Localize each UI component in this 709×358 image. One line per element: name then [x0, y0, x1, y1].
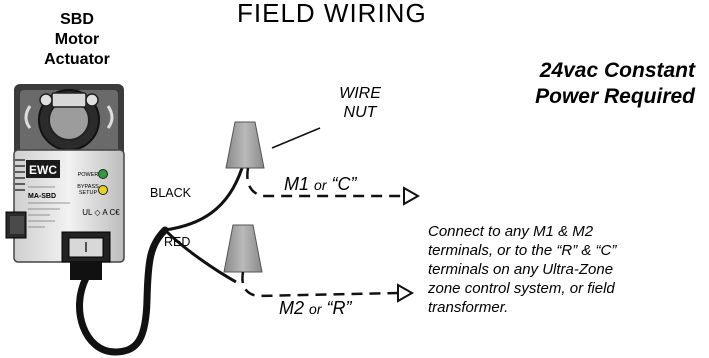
model-label: MA-SBD	[28, 193, 56, 200]
arrow-m2	[397, 283, 415, 303]
wire-nut-label-line-1: WIRE	[339, 85, 381, 102]
certification-marks: UL ◇ A C€	[82, 208, 120, 217]
power-led-label: POWER	[78, 172, 99, 178]
brand-logo	[26, 160, 60, 178]
actuator-ribs	[15, 159, 25, 191]
actuator-label-line-2: Motor	[54, 31, 100, 48]
description-line-5: transformer.	[428, 299, 509, 316]
wire-nut-1	[225, 121, 265, 169]
power-requirement-line-2: Power Required	[535, 85, 695, 108]
bypass-led	[98, 185, 108, 195]
power-led	[98, 169, 108, 179]
red-wire	[163, 228, 237, 284]
bypass-led-label-1: BYPASS	[77, 184, 99, 190]
terminal-m2-or: or	[309, 301, 322, 317]
wire-nut-label-line-2: NUT	[343, 104, 377, 121]
cable-strain-relief	[70, 262, 102, 280]
description-line-2: terminals, or to the “R” & “C”	[428, 242, 617, 259]
brand-logo-text: EWC	[29, 163, 57, 177]
black-wire-label: BLACK	[150, 186, 191, 200]
description-line-3: terminals on any Ultra-Zone	[428, 261, 614, 278]
description-line-1: Connect to any M1 & M2	[428, 223, 594, 240]
power-requirement: 24vac Constant Power Required	[440, 58, 695, 110]
actuator-label: SBD Motor Actuator	[22, 10, 132, 70]
black-wire	[164, 167, 244, 232]
wire-nut-2	[223, 224, 263, 273]
red-wire-label: RED	[164, 235, 191, 249]
diagram-title: FIELD WIRING	[237, 0, 427, 28]
actuator-clamp	[14, 84, 124, 159]
arrow-m1	[403, 186, 421, 206]
terminal-m1-label: M1 or “C”	[284, 174, 357, 195]
power-requirement-line-1: 24vac Constant	[539, 59, 695, 82]
terminal-m2-alt: “R”	[326, 298, 352, 318]
wire-nut-label: WIRE NUT	[320, 84, 400, 122]
field-wire-m2	[241, 271, 399, 298]
actuator-cable	[76, 226, 169, 356]
bypass-led-label-2: SETUP	[79, 190, 98, 196]
actuator-fineprint	[28, 186, 70, 228]
field-wire-m1	[246, 167, 404, 198]
actuator-device: EWC MA-SBD POWER BYPASS SETUP UL ◇ A C€	[5, 84, 125, 280]
actuator-label-line-3: Actuator	[44, 51, 110, 68]
terminal-m2: M2	[279, 298, 305, 318]
description-line-4: zone control system, or field	[428, 280, 615, 297]
terminal-m1-or: or	[314, 177, 327, 193]
terminal-m1: M1	[284, 174, 310, 194]
wire-nut-pointer	[271, 127, 321, 149]
terminal-m2-label: M2 or “R”	[279, 298, 352, 319]
actuator-label-line-1: SBD	[60, 11, 94, 28]
terminal-m1-alt: “C”	[331, 174, 357, 194]
connection-description: Connect to any M1 & M2 terminals, or to …	[428, 222, 706, 317]
